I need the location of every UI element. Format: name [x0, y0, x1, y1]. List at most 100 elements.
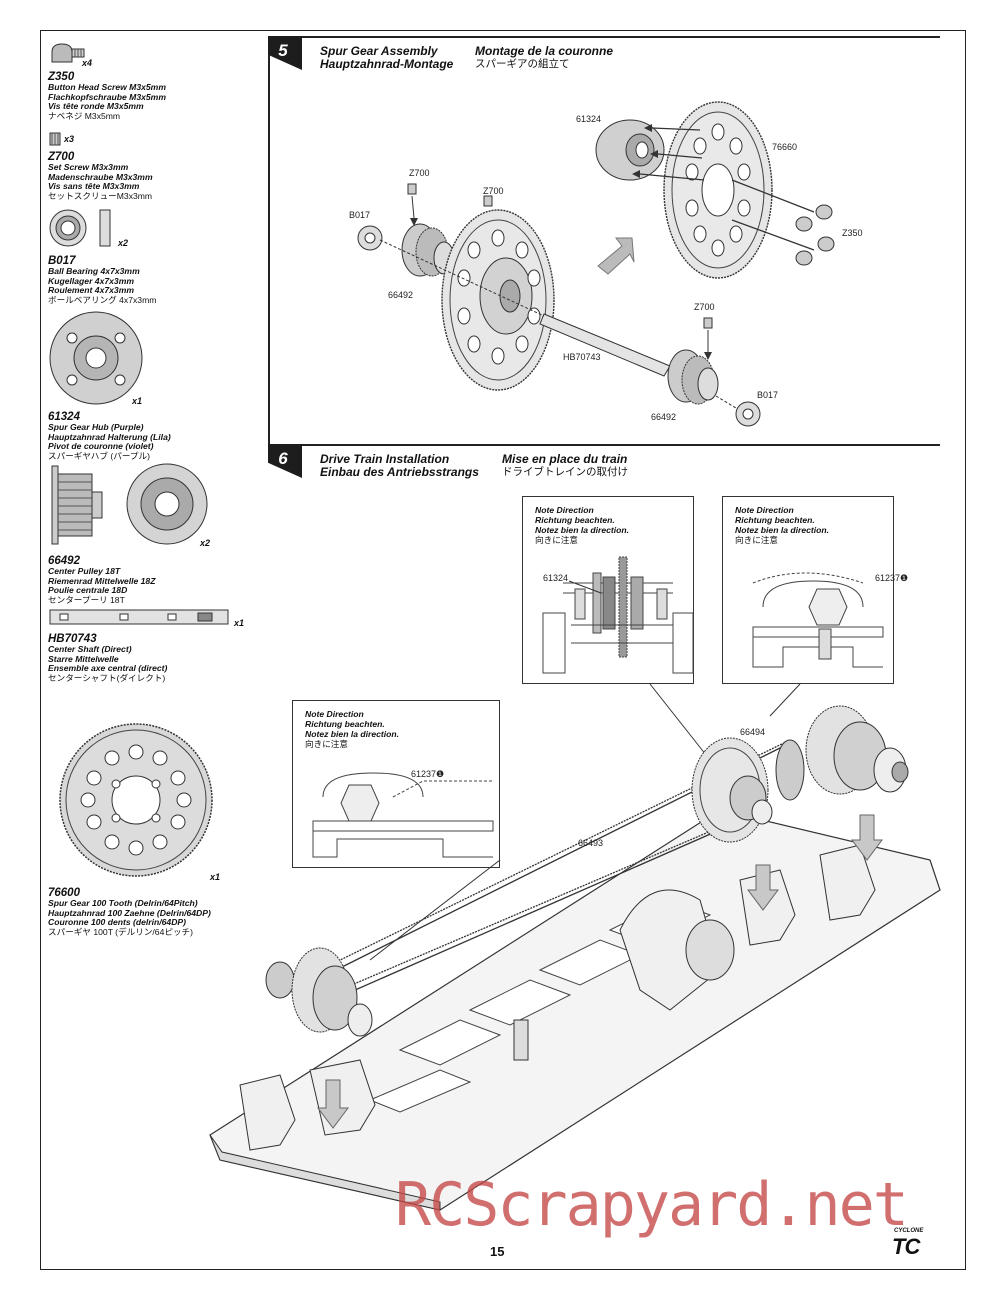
part-desc-fr: Vis tête ronde M3x5mm: [48, 101, 144, 112]
step5-title-jp: スパーギアの組立て: [475, 58, 570, 70]
part-desc-en: Center Pulley 18T: [48, 566, 121, 576]
note-ref-61237: 61237❶: [875, 573, 909, 583]
note-title: Note Direction: [535, 505, 594, 515]
qty-label: x3: [64, 134, 75, 144]
part-desc-de: Hauptzahnrad Halterung (Lila): [48, 431, 171, 442]
step5-title-en: Spur Gear Assembly: [320, 44, 438, 58]
callout-61324: 61324: [576, 114, 602, 124]
callout-66492-b: 66492: [651, 412, 677, 422]
part-desc-fr: Vis sans tête M3x3mm: [48, 181, 140, 192]
gear-shaft-assembly: [357, 183, 761, 427]
part-z700: x3 Z700 Set Screw M3x3mm Madenschraube M…: [48, 132, 258, 201]
part-76600: x1 76600 Spur Gear 100 Tooth (Delrin/64P…: [48, 722, 258, 937]
note-line-fr: Notez bien la direction.: [735, 525, 830, 535]
callout-z700-c: Z700: [694, 302, 715, 312]
part-desc-en: Center Shaft (Direct): [48, 644, 132, 654]
part-desc-fr: Roulement 4x7x3mm: [48, 285, 134, 296]
part-desc-de: Flachkopfschraube M3x5mm: [48, 91, 166, 102]
note-line-jp: 向きに注意: [535, 535, 578, 545]
center-pulley-icon: [51, 463, 208, 545]
part-b017: x2 B017 Ball Bearing 4x7x3mm Kugellager …: [48, 208, 258, 305]
part-code: Z350: [48, 71, 75, 83]
watermark-text: RCScrapyard.net: [395, 1170, 909, 1240]
button-head-screw-icon: [51, 43, 85, 63]
front-pulley-assembly: [265, 947, 529, 1061]
part-z350: x4 Z350 Button Head Screw M3x5mm Flachko…: [48, 40, 258, 121]
callout-z700-b: Z700: [483, 186, 504, 196]
part-code: 61324: [48, 411, 80, 423]
callout-z350: Z350: [842, 228, 863, 238]
step6-title-de: Einbau des Antriebsstrangs: [320, 465, 479, 479]
drive-train-diagram: [209, 683, 941, 1211]
callout-66494: 66494: [740, 727, 766, 737]
qty-label: x1: [210, 872, 221, 882]
part-code: 66492: [48, 555, 80, 567]
part-desc-en: Spur Gear 100 Tooth (Delrin/64Pitch): [48, 898, 198, 908]
part-desc-fr: Couronne 100 dents (delrin/64DP): [48, 917, 187, 928]
part-desc-en: Set Screw M3x3mm: [48, 162, 129, 172]
set-screw-icon: [49, 132, 61, 146]
part-desc-de: Starre Mittelwelle: [48, 653, 119, 664]
part-code: B017: [48, 255, 76, 267]
note-ref-61324: 61324: [543, 573, 569, 583]
page-number: 15: [490, 1244, 505, 1259]
step6-title-en: Drive Train Installation: [320, 452, 450, 466]
callout-b017-b: B017: [757, 390, 779, 400]
brand-logo: CYCLONE TC: [890, 1228, 934, 1260]
part-desc-jp: スパーギヤハブ (パープル): [48, 450, 150, 461]
part-desc-fr: Pivot de couronne (violet): [48, 441, 154, 452]
note-box-1: Note Direction Richtung beachten. Notez …: [522, 496, 694, 684]
brand-small-text: CYCLONE: [894, 1228, 924, 1234]
step5-divider: [268, 36, 270, 446]
part-hb70743: x1 HB70743 Center Shaft (Direct) Starre …: [48, 608, 258, 683]
note-line-de: Richtung beachten.: [735, 515, 815, 525]
center-shaft-icon: [49, 609, 229, 625]
note-line-de: Richtung beachten.: [535, 515, 615, 525]
callout-z700-a: Z700: [409, 168, 430, 178]
note-ref-61237: 61237❶: [411, 769, 445, 779]
part-desc-jp: センタープーリ 18T: [48, 594, 125, 605]
gear-orientation-detail: [542, 556, 694, 674]
insert-arrows-icon: [317, 814, 883, 1129]
note-line-fr: Notez bien la direction.: [535, 525, 630, 535]
part-code: HB70743: [48, 633, 97, 645]
part-desc-en: Spur Gear Hub (Purple): [48, 422, 144, 432]
part-desc-de: Hauptzahnrad 100 Zaehne (Delrin/64DP): [48, 907, 211, 918]
part-desc-jp: センターシャフト(ダイレクト): [48, 672, 166, 683]
note-line-jp: 向きに注意: [305, 739, 348, 749]
part-desc-jp: スパーギヤ 100T (デルリン/64ピッチ): [48, 926, 194, 937]
step6-title-fr: Mise en place du train: [502, 452, 628, 466]
part-desc-fr: Poulie centrale 18D: [48, 585, 128, 596]
part-desc-de: Riemenrad Mittelwelle 18Z: [48, 575, 156, 586]
note-line-de: Richtung beachten.: [305, 719, 385, 729]
callout-76660: 76660: [772, 142, 798, 152]
note-box-3: Note Direction Richtung beachten. Notez …: [292, 700, 500, 868]
qty-label: x1: [132, 396, 143, 406]
spur-gear-assembly-diagram: [357, 101, 835, 427]
note-title: Note Direction: [735, 505, 794, 515]
spur-gear-hub-icon: [49, 311, 143, 405]
part-desc-de: Kugellager 4x7x3mm: [48, 275, 134, 286]
callout-hb70743: HB70743: [563, 352, 601, 362]
pulley-orientation-detail: [752, 572, 884, 668]
qty-label: x2: [200, 538, 211, 548]
step5-title-de: Hauptzahnrad-Montage: [320, 57, 454, 71]
part-desc-en: Ball Bearing 4x7x3mm: [48, 266, 140, 276]
note-line-fr: Notez bien la direction.: [305, 729, 400, 739]
part-desc-jp: セットスクリューM3x3mm: [48, 190, 153, 201]
part-66492: x2 66492 Center Pulley 18T Riemenrad Mit…: [48, 462, 258, 605]
ball-bearing-icon: [49, 209, 111, 247]
note-box-2: Note Direction Richtung beachten. Notez …: [722, 496, 908, 684]
step6-top-rule: [268, 444, 940, 446]
step5-top-rule: [268, 36, 940, 38]
part-code: Z700: [48, 151, 75, 163]
center-gear-assembly: [691, 737, 805, 843]
page-frame: [40, 30, 966, 1270]
part-desc-de: Madenschraube M3x3mm: [48, 171, 153, 182]
note-line-jp: 向きに注意: [735, 535, 778, 545]
part-61324: x1 61324 Spur Gear Hub (Purple) Hauptzah…: [48, 310, 258, 461]
qty-label: x1: [234, 618, 245, 628]
callout-b017-a: B017: [349, 210, 371, 220]
part-code: 76600: [48, 887, 80, 899]
callout-66493: 66493: [578, 838, 604, 848]
